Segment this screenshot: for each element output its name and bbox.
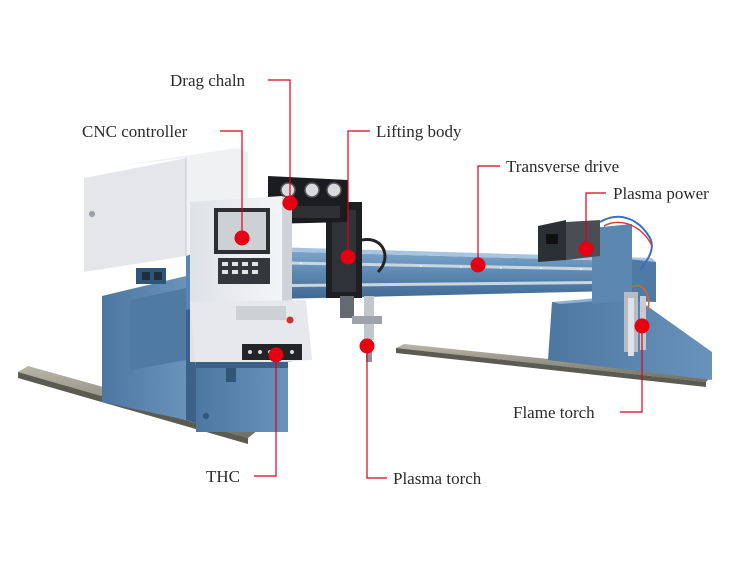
floor-rail-right xyxy=(396,344,712,387)
leader-lines xyxy=(220,79,643,479)
leader-drag-chain xyxy=(268,79,291,203)
marker-plasma-torch xyxy=(359,338,375,354)
cnc-console xyxy=(190,196,312,432)
marker-transverse-drive xyxy=(470,257,486,273)
label-plasma-torch: Plasma torch xyxy=(393,469,482,488)
label-transverse-drive: Transverse drive xyxy=(506,157,619,176)
marker-cnc-controller xyxy=(234,230,250,246)
label-thc: THC xyxy=(206,467,240,486)
markers xyxy=(234,195,650,363)
labels: Drag chaln CNC controller Lifting body T… xyxy=(82,71,709,488)
label-flame-torch: Flame torch xyxy=(513,403,595,422)
marker-plasma-power xyxy=(578,241,594,257)
marker-lifting-body xyxy=(340,249,356,265)
marker-drag-chain xyxy=(282,195,298,211)
label-plasma-power: Plasma power xyxy=(613,184,709,203)
marker-thc xyxy=(268,347,284,363)
label-drag-chain: Drag chaln xyxy=(170,71,246,90)
leader-cnc-controller xyxy=(220,130,243,238)
plasma-power-unit xyxy=(538,215,653,271)
label-lifting-body: Lifting body xyxy=(376,122,462,141)
leader-plasma-torch xyxy=(366,346,387,479)
leader-transverse-drive xyxy=(477,165,500,265)
label-cnc-controller: CNC controller xyxy=(82,122,188,141)
leader-plasma-power xyxy=(585,192,606,249)
machine-illustration xyxy=(18,148,712,444)
marker-flame-torch xyxy=(634,318,650,334)
leader-lifting-body xyxy=(347,130,370,257)
leader-flame-torch xyxy=(620,326,643,413)
leader-thc xyxy=(254,355,277,477)
